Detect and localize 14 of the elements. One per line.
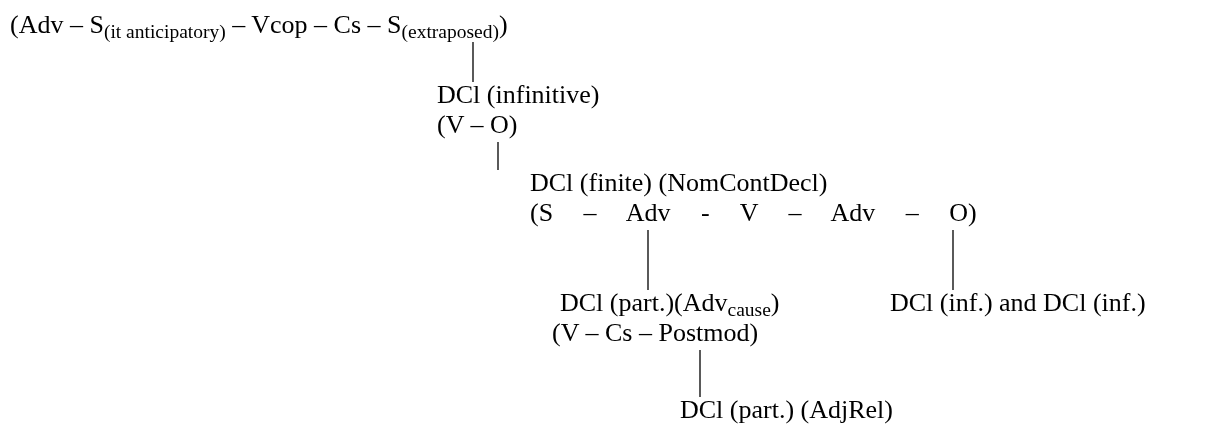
tree-branch-line — [952, 229, 954, 291]
clause-label: DCl (inf.) and DCl (inf.) — [890, 288, 1146, 318]
clause-label: (V – Cs – Postmod) — [552, 318, 759, 348]
clause-label: DCl (infinitive) — [437, 80, 600, 110]
clause-label: DCl (finite) (NomContDecl) — [530, 168, 828, 198]
clause-label: (Adv – S$_{(it anticipatory)}$ – Vcop – Cs – S$_{(extraposed)}$) — [10, 10, 508, 40]
clause-label: DCl (part.)(Adv$_{cause}$) — [559, 288, 780, 318]
tree-branch-line — [472, 41, 474, 83]
clause-label: DCl (part.) (AdjRel) — [680, 395, 893, 425]
tree-branch-line — [497, 141, 499, 171]
clause-label: (V – O) — [437, 110, 518, 140]
tree-branch-line — [647, 229, 649, 291]
tree-branch-line — [699, 349, 701, 398]
clause-label: (S – Adv - V – Adv – O) — [530, 198, 977, 228]
